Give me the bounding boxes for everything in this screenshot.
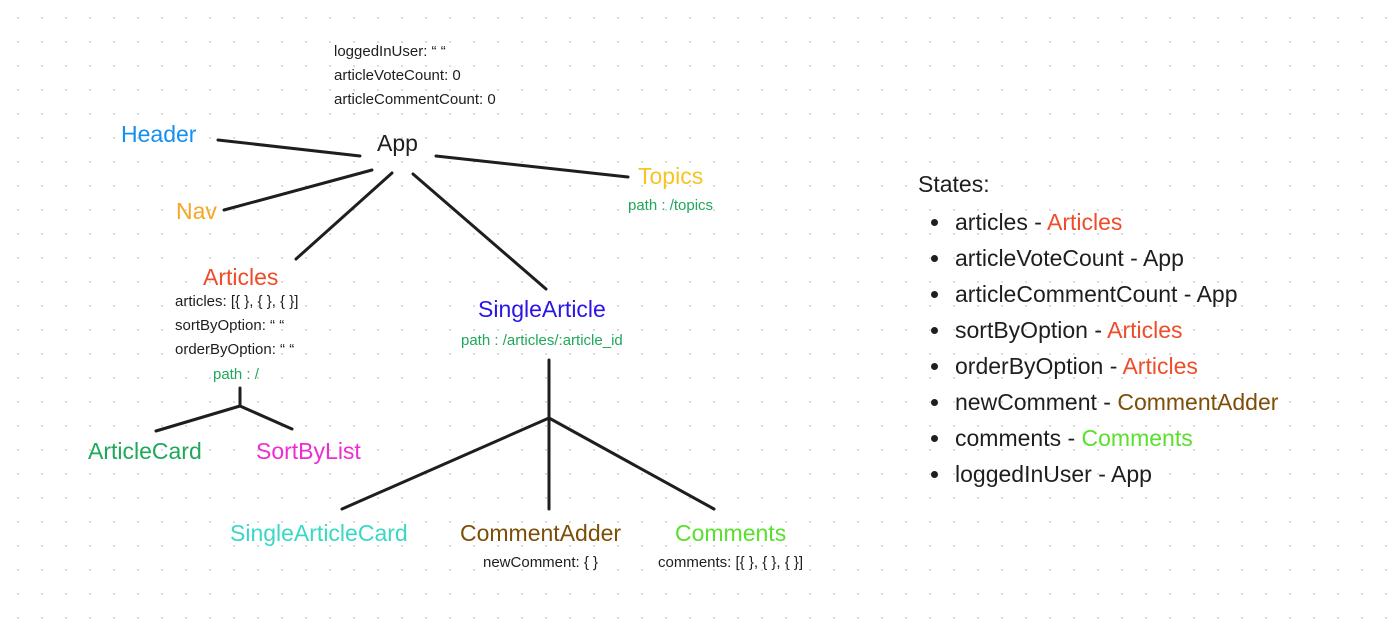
legend-item: loggedInUser - App xyxy=(918,456,1278,492)
legend-item: articleVoteCount - App xyxy=(918,240,1278,276)
edge-stem-singlearticlecard xyxy=(340,416,551,511)
legend-item: orderByOption - Articles xyxy=(918,348,1278,384)
articles-path-note: path : / xyxy=(213,366,259,383)
edge-app-nav xyxy=(222,168,374,212)
legend-item: articles - Articles xyxy=(918,204,1278,240)
bullet-icon xyxy=(931,471,938,478)
node-app: App xyxy=(377,130,418,156)
legend-item: comments - Comments xyxy=(918,420,1278,456)
comment-adder-state-note: newComment: { } xyxy=(483,554,599,571)
articles-state-note: articles: [{ }, { }, { }] sortByOption: … xyxy=(175,293,299,358)
edge-app-header xyxy=(216,138,362,158)
node-single-article: SingleArticle xyxy=(478,296,606,322)
legend-item: articleCommentCount - App xyxy=(918,276,1278,312)
node-articles: Articles xyxy=(203,264,279,290)
edge-app-articles xyxy=(294,171,394,261)
legend-state-name: articleCommentCount - xyxy=(955,281,1197,307)
legend-state-name: articleVoteCount - xyxy=(955,245,1143,271)
edge-app-topics xyxy=(434,154,630,179)
legend-state-name: articles - xyxy=(955,209,1048,235)
bullet-icon xyxy=(931,291,938,298)
legend-item: newComment - CommentAdder xyxy=(918,384,1278,420)
bullet-icon xyxy=(931,399,938,406)
legend-state-owner: Articles xyxy=(1122,353,1198,379)
legend-state-name: orderByOption - xyxy=(955,353,1123,379)
legend-state-name: loggedInUser - xyxy=(955,461,1111,487)
edge-app-singlearticle xyxy=(411,172,548,291)
bullet-icon xyxy=(931,255,938,262)
topics-path-note: path : /topics xyxy=(628,197,714,214)
legend-state-owner: CommentAdder xyxy=(1117,389,1279,415)
legend-title: States: xyxy=(918,171,990,197)
node-topics: Topics xyxy=(638,163,704,189)
legend-state-name: newComment - xyxy=(955,389,1118,415)
legend-state-owner: App xyxy=(1196,281,1238,307)
edge-stem-sortbylist xyxy=(238,404,294,431)
node-article-card: ArticleCard xyxy=(88,438,202,464)
bullet-icon xyxy=(931,327,938,334)
bullet-icon xyxy=(931,363,938,370)
legend-state-owner: Articles xyxy=(1107,317,1183,343)
edge-stem-articlecard xyxy=(154,404,242,433)
bullet-icon xyxy=(931,219,938,226)
legend-state-owner: App xyxy=(1110,461,1152,487)
single-article-path-note: path : /articles/:article_id xyxy=(461,332,623,349)
node-comment-adder: CommentAdder xyxy=(460,520,622,546)
node-header: Header xyxy=(121,121,197,147)
legend-state-owner: Articles xyxy=(1047,209,1123,235)
node-sort-by-list: SortByList xyxy=(256,438,361,464)
node-nav: Nav xyxy=(176,198,217,224)
node-comments: Comments xyxy=(675,520,787,546)
legend-state-owner: App xyxy=(1142,245,1184,271)
legend-item: sortByOption - Articles xyxy=(918,312,1278,348)
legend-state-name: comments - xyxy=(955,425,1082,451)
node-single-article-card: SingleArticleCard xyxy=(230,520,408,546)
comments-state-note: comments: [{ }, { }, { }] xyxy=(658,554,804,571)
app-state-note: loggedInUser: “ “ articleVoteCount: 0 ar… xyxy=(334,43,496,108)
legend-state-name: sortByOption - xyxy=(955,317,1108,343)
legend-state-owner: Comments xyxy=(1081,425,1193,451)
bullet-icon xyxy=(931,435,938,442)
edge-stem-comments xyxy=(547,416,716,511)
